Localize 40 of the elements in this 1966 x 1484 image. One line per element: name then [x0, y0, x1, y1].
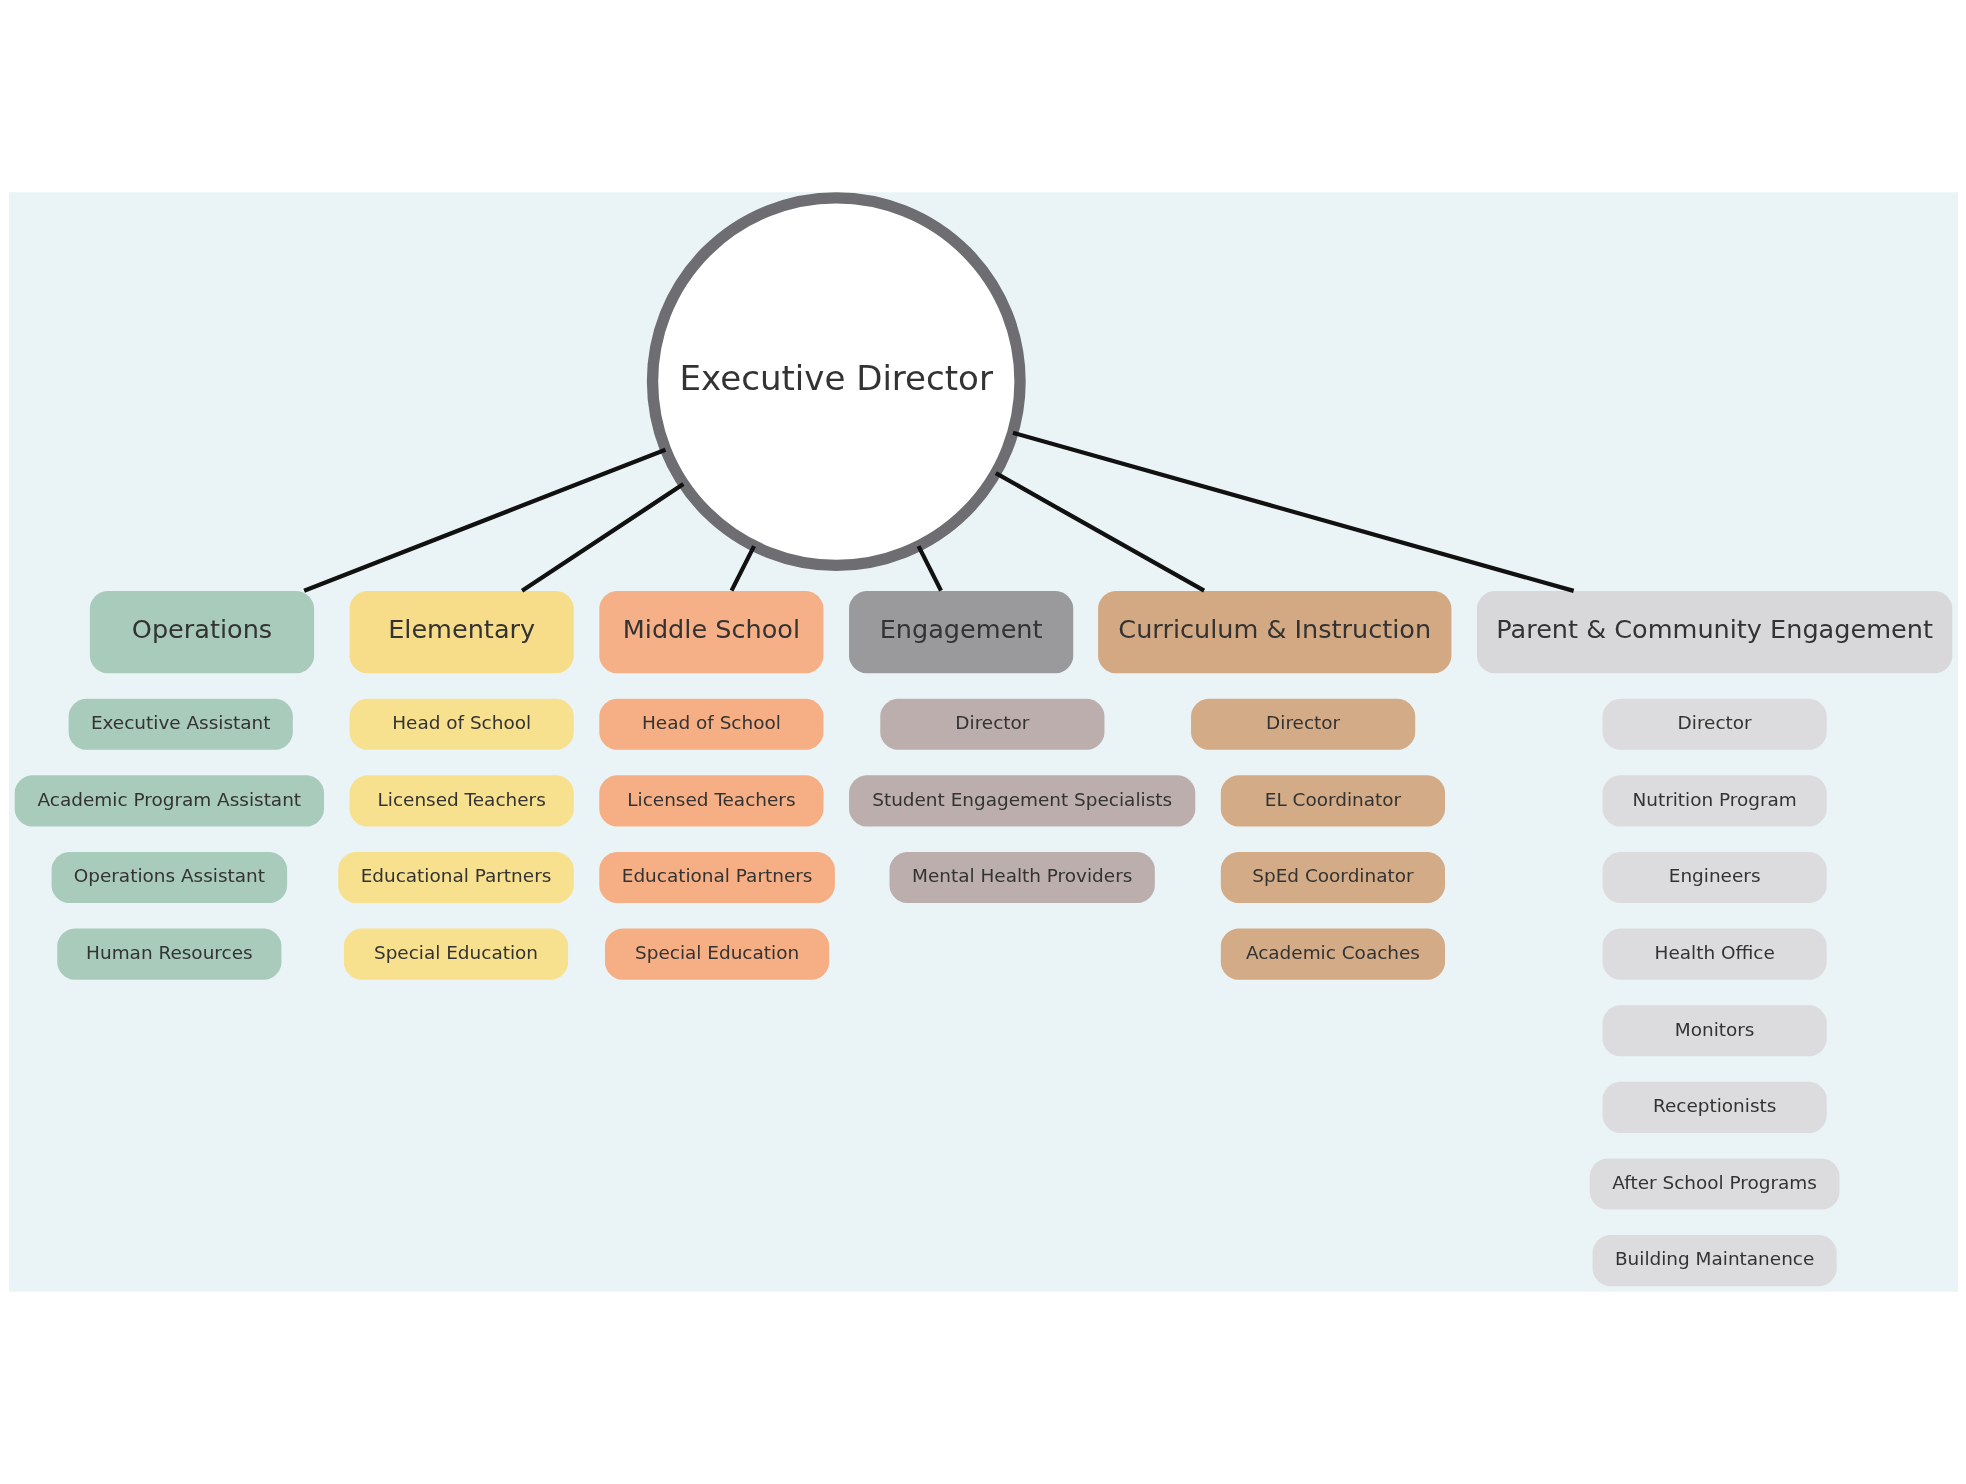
node-box: Special Education	[343, 928, 568, 980]
node-box: Licensed Teachers	[598, 775, 823, 827]
node-box: Head of School	[598, 698, 823, 750]
node-box: Curriculum & Instruction	[1097, 590, 1451, 674]
node-box: Receptionists	[1602, 1081, 1827, 1133]
node-box: Licensed Teachers	[349, 775, 574, 827]
node-box: Human Resources	[56, 928, 281, 980]
node-box: Director	[1602, 698, 1827, 750]
node-box: Director	[879, 698, 1104, 750]
node-box: Director	[1190, 698, 1415, 750]
node-box: Educational Partners	[337, 851, 574, 904]
node-box: Academic Program Assistant	[14, 775, 324, 827]
node-box: Nutrition Program	[1602, 775, 1827, 827]
node-box: Special Education	[604, 928, 829, 980]
connector	[520, 482, 685, 593]
node-box: Academic Coaches	[1220, 928, 1445, 980]
node-box: Middle School	[598, 590, 823, 674]
node-box: Educational Partners	[598, 851, 835, 904]
node-box: SpEd Coordinator	[1220, 851, 1445, 904]
node-box: Executive Assistant	[68, 698, 293, 750]
node-circle: Executive Director	[646, 192, 1026, 571]
node-box: Student Engagement Specialists	[848, 775, 1195, 827]
node-box: Operations Assistant	[51, 851, 287, 904]
connector	[994, 471, 1205, 593]
node-box: Head of School	[349, 698, 574, 750]
node-box: Building Maintanence	[1592, 1235, 1837, 1287]
node-box: EL Coordinator	[1220, 775, 1445, 827]
node-box: Engineers	[1602, 851, 1827, 904]
node-box: Elementary	[349, 590, 574, 674]
connector	[729, 545, 756, 592]
connector	[302, 447, 666, 593]
node-box: Engagement	[848, 590, 1073, 674]
node-box: After School Programs	[1589, 1158, 1839, 1210]
node-box: Operations	[89, 590, 314, 674]
connector	[1011, 430, 1574, 593]
node-box: Mental Health Providers	[889, 851, 1155, 904]
connector	[916, 545, 943, 592]
node-box: Parent & Community Engagement	[1476, 590, 1952, 674]
node-box: Monitors	[1602, 1005, 1827, 1057]
node-box: Health Office	[1602, 928, 1827, 980]
